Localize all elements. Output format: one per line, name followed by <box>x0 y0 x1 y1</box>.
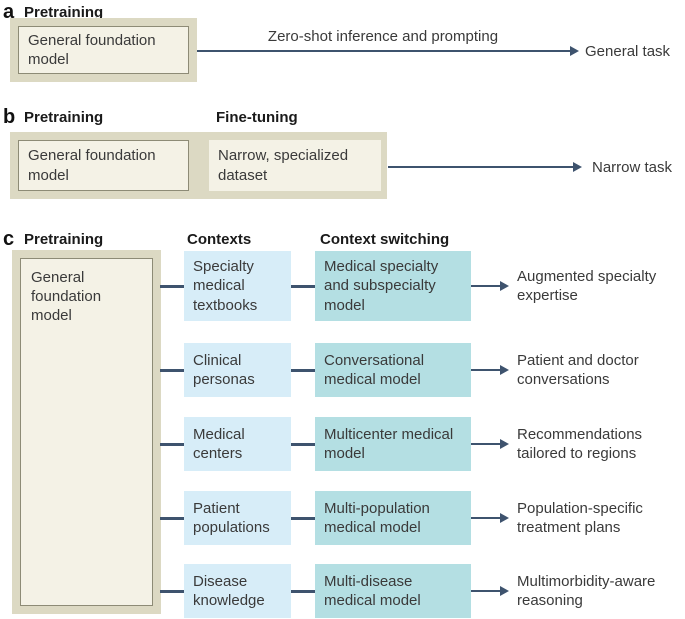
row-arrow-line <box>471 442 500 446</box>
row-arrowhead-icon <box>500 513 509 523</box>
panel-c-letter: c <box>3 228 15 250</box>
panel-c-header-pretraining: Pretraining <box>24 231 104 248</box>
row-arrowhead-icon <box>500 365 509 375</box>
row-arrow <box>471 439 509 449</box>
row-arrowhead-icon <box>500 586 509 596</box>
panel-c-row-personas: Clinical personas Conversational medical… <box>160 343 667 397</box>
panel-b-header-finetuning: Fine-tuning <box>216 109 298 126</box>
panel-c-row-disease: Disease knowledge Multi-disease medical … <box>160 564 667 618</box>
panel-b-general-foundation-model-box: General foundation model <box>18 140 189 191</box>
context-label: Patient populations <box>193 499 270 536</box>
model-box: Multi-disease medical model <box>315 564 471 618</box>
model-box: Medical specialty and subspecialty model <box>315 251 471 321</box>
model-box: Multicenter medical model <box>315 417 471 471</box>
connector-line <box>291 589 315 593</box>
row-arrow <box>471 365 509 375</box>
model-label: Multicenter medical model <box>324 425 454 462</box>
model-label: Multi-disease medical model <box>324 572 421 609</box>
panel-c-row-centers: Medical centers Multicenter medical mode… <box>160 417 667 471</box>
panel-a-arrow-line <box>197 49 570 53</box>
context-box: Clinical personas <box>184 343 291 397</box>
connector-line <box>291 284 315 288</box>
model-label: Conversational medical model <box>324 351 425 388</box>
outcome-label: Augmented specialty expertise <box>517 267 657 304</box>
panel-b-narrow-dataset-box: Narrow, specialized dataset <box>209 140 381 191</box>
panel-a-result-label: General task <box>585 43 671 60</box>
connector-line <box>291 516 315 520</box>
row-arrow-line <box>471 368 500 372</box>
connector-line <box>160 368 184 372</box>
panel-a-general-foundation-model-box: General foundation model <box>18 26 189 74</box>
panel-a-arrowhead-icon <box>570 46 579 56</box>
panel-a-header-pretraining: Pretraining <box>24 4 104 21</box>
context-box: Medical centers <box>184 417 291 471</box>
panel-c-model-label: General foundation model <box>31 269 102 325</box>
connector-line <box>291 368 315 372</box>
panel-a-model-label: General foundation model <box>28 31 156 68</box>
row-arrow <box>471 281 509 291</box>
panel-c-pretraining-box: General foundation model <box>12 250 161 614</box>
panel-c-row-populations: Patient populations Multi-population med… <box>160 491 667 545</box>
panel-b-arrow-line <box>388 165 573 169</box>
panel-b-dataset-label: Narrow, specialized dataset <box>218 147 349 184</box>
connector-line <box>160 589 184 593</box>
row-arrowhead-icon <box>500 439 509 449</box>
context-box: Disease knowledge <box>184 564 291 618</box>
panel-b-letter: b <box>3 106 16 128</box>
context-label: Clinical personas <box>193 351 255 388</box>
context-label: Medical centers <box>193 425 245 462</box>
panel-b-arrow <box>388 162 582 172</box>
row-arrow <box>471 513 509 523</box>
outcome-label: Multimorbidity-aware reasoning <box>517 572 656 609</box>
panel-b-header-pretraining: Pretraining <box>24 109 104 126</box>
model-label: Medical specialty and subspecialty model <box>324 258 439 314</box>
row-arrowhead-icon <box>500 281 509 291</box>
outcome-label: Population-specific treatment plans <box>517 499 643 536</box>
row-arrow-line <box>471 284 500 288</box>
context-box: Specialty medical textbooks <box>184 251 291 321</box>
model-box: Multi-population medical model <box>315 491 471 545</box>
panel-c-header-context-switching: Context switching <box>320 231 450 248</box>
panel-a-letter: a <box>3 1 15 23</box>
outcome-label: Recommendations tailored to regions <box>517 425 643 462</box>
panel-c-header-contexts: Contexts <box>187 231 252 248</box>
panel-b-model-label: General foundation model <box>28 147 156 184</box>
connector-line <box>160 442 184 446</box>
context-box: Patient populations <box>184 491 291 545</box>
panel-b-result-label: Narrow task <box>592 159 673 176</box>
connector-line <box>291 442 315 446</box>
connector-line <box>160 284 184 288</box>
model-box: Conversational medical model <box>315 343 471 397</box>
panel-c-row-specialty: Specialty medical textbooks Medical spec… <box>160 251 667 321</box>
context-label: Disease knowledge <box>193 572 265 609</box>
panel-a-arrow-label: Zero-shot inference and prompting <box>267 28 499 45</box>
panel-c-general-foundation-model-box: General foundation model <box>20 258 153 606</box>
panel-b-arrowhead-icon <box>573 162 582 172</box>
context-label: Specialty medical textbooks <box>193 258 258 314</box>
outcome-label: Patient and doctor conversations <box>517 351 639 388</box>
row-arrow <box>471 586 509 596</box>
panel-a-pretraining-box: General foundation model <box>10 18 197 82</box>
panel-a-arrow <box>197 46 579 56</box>
row-arrow-line <box>471 589 500 593</box>
model-label: Multi-population medical model <box>324 499 430 536</box>
panel-b-pretraining-finetuning-box: General foundation model Narrow, special… <box>10 132 387 199</box>
row-arrow-line <box>471 516 500 520</box>
connector-line <box>160 516 184 520</box>
